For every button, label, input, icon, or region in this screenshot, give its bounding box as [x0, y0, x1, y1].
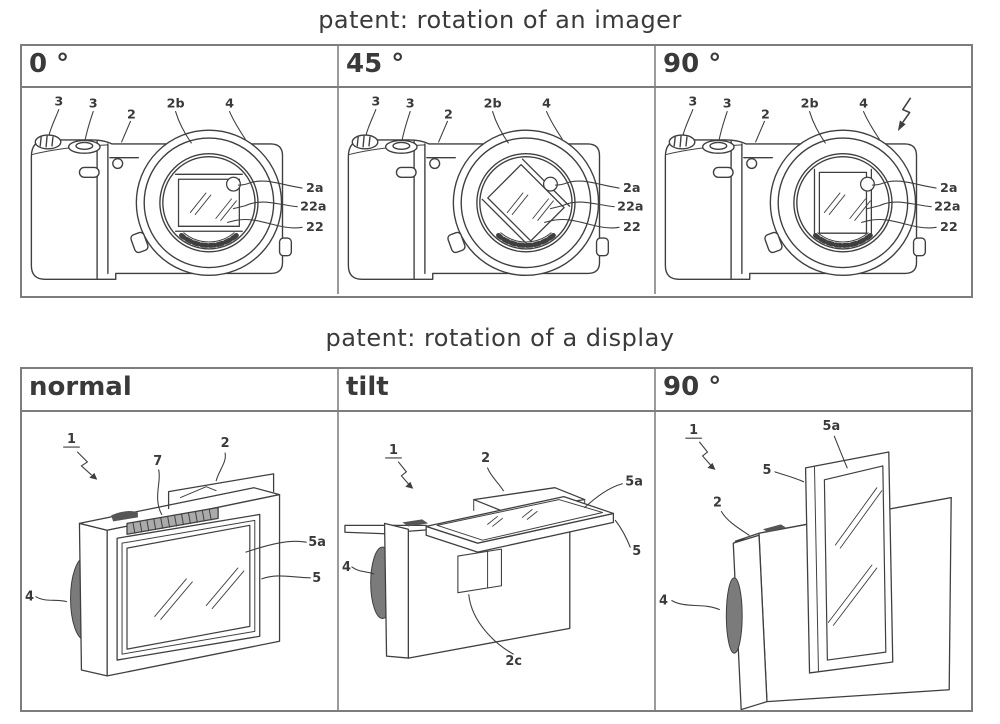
- ref-label: 2a: [623, 181, 640, 196]
- ref-label: 4: [859, 97, 868, 112]
- ref-label: 2: [761, 107, 770, 122]
- ref-label: 3: [406, 97, 415, 112]
- figure-display-tilt: 1 2 5a 5 4 2c: [342, 443, 643, 669]
- leader-lines: [35, 446, 311, 603]
- imager-cell-0deg: 3 3 2 2b 4 2a 22a 22: [22, 88, 337, 294]
- ref-label: 22a: [617, 200, 643, 215]
- ref-label: 5: [632, 544, 641, 559]
- ref-label: 2c: [505, 654, 522, 669]
- leader-lines: [671, 435, 848, 611]
- figure-imager-45deg: 3 3 2 2b 4 2a 22a 22: [347, 95, 644, 280]
- imager-header-90deg: 90 °: [654, 46, 971, 86]
- ref-label: 2: [713, 496, 722, 511]
- display-cell-90deg: 1 5a 5 2 4: [654, 412, 971, 710]
- ref-label: 4: [542, 97, 551, 112]
- ref-label: 2: [481, 451, 490, 466]
- figure-imager-0deg: 3 3 2 2b 4 2a 22a 22: [30, 95, 327, 280]
- ref-label: 22a: [300, 200, 326, 215]
- ref-label: 1: [389, 443, 398, 458]
- figure-labels: 1 7 2 5a 5 4: [25, 432, 326, 605]
- ref-label: 4: [342, 560, 351, 575]
- ref-label: 22: [306, 220, 324, 235]
- ref-label: 3: [371, 95, 380, 110]
- ref-label: 4: [659, 594, 668, 609]
- figure-labels: 3 3 2 2b 4 2a 22a 22: [54, 95, 326, 236]
- ref-label: 5: [312, 571, 321, 586]
- ref-label: 22: [940, 220, 958, 235]
- section-title-display: patent: rotation of a display: [325, 324, 675, 352]
- ref-label: 2b: [167, 97, 185, 112]
- display-header-tilt: tilt: [337, 369, 654, 410]
- imager-cell-90deg: 3 3 2 2b 4 2a 22a 22: [654, 88, 971, 294]
- ref-label: 2: [127, 107, 136, 122]
- ref-label: 4: [25, 590, 34, 605]
- ref-label: 1: [67, 432, 76, 447]
- display-header-90deg: 90 °: [654, 369, 971, 410]
- ref-label: 2a: [306, 181, 323, 196]
- display-cell-normal: 1 7 2 5a 5 4: [22, 412, 337, 710]
- imager-cell-45deg: 3 3 2 2b 4 2a 22a 22: [337, 88, 654, 294]
- ref-label: 3: [723, 97, 732, 112]
- ref-label: 2b: [801, 97, 819, 112]
- figure-display-90deg: 1 5a 5 2 4: [659, 419, 952, 710]
- figure-labels: 1 5a 5 2 4: [659, 419, 840, 608]
- ref-label: 2b: [484, 97, 502, 112]
- figure-imager-90deg: 3 3 2 2b 4 2a 22a 22: [664, 95, 961, 280]
- imager-header-0deg: 0 °: [29, 49, 70, 79]
- display-table: normal tilt 90 °: [20, 367, 973, 712]
- ref-label: 2a: [940, 181, 957, 196]
- ref-label: 3: [89, 97, 98, 112]
- ref-label: 5a: [625, 475, 643, 490]
- ref-label: 4: [225, 97, 234, 112]
- imager-table-header-row: 0 ° 45 ° 90 °: [22, 46, 971, 88]
- section-title-imager: patent: rotation of an imager: [318, 6, 682, 34]
- display-cell-tilt: 1 2 5a 5 4 2c: [337, 412, 654, 710]
- figure-labels: 1 2 5a 5 4 2c: [342, 443, 643, 669]
- display-table-body-row: 1 7 2 5a 5 4: [22, 412, 971, 710]
- figure-display-normal: 1 7 2 5a 5 4: [25, 432, 326, 677]
- ref-label: 2: [221, 436, 230, 451]
- imager-table-body-row: 3 3 2 2b 4 2a 22a 22 3 3: [22, 88, 971, 294]
- flash-pointer-icon: [897, 97, 912, 132]
- ref-label: 1: [689, 423, 698, 438]
- ref-label: 3: [688, 95, 697, 110]
- display-header-normal: normal: [29, 372, 132, 402]
- ref-label: 22a: [934, 200, 960, 215]
- ref-label: 5: [762, 463, 771, 478]
- imager-table: 0 ° 45 ° 90 ° 3 3 2 2b 4 2a 22a 22: [20, 44, 973, 298]
- display-table-header-row: normal tilt 90 °: [22, 369, 971, 412]
- figure-labels: 3 3 2 2b 4 2a 22a 22: [688, 95, 960, 236]
- ref-label: 5a: [308, 535, 326, 550]
- ref-label: 7: [153, 454, 162, 469]
- ref-label: 3: [54, 95, 63, 110]
- ref-label: 5a: [823, 419, 841, 434]
- imager-header-45deg: 45 °: [337, 46, 654, 86]
- leader-lines: [351, 457, 631, 655]
- figure-labels: 3 3 2 2b 4 2a 22a 22: [371, 95, 643, 236]
- ref-label: 2: [444, 107, 453, 122]
- ref-label: 22: [623, 220, 641, 235]
